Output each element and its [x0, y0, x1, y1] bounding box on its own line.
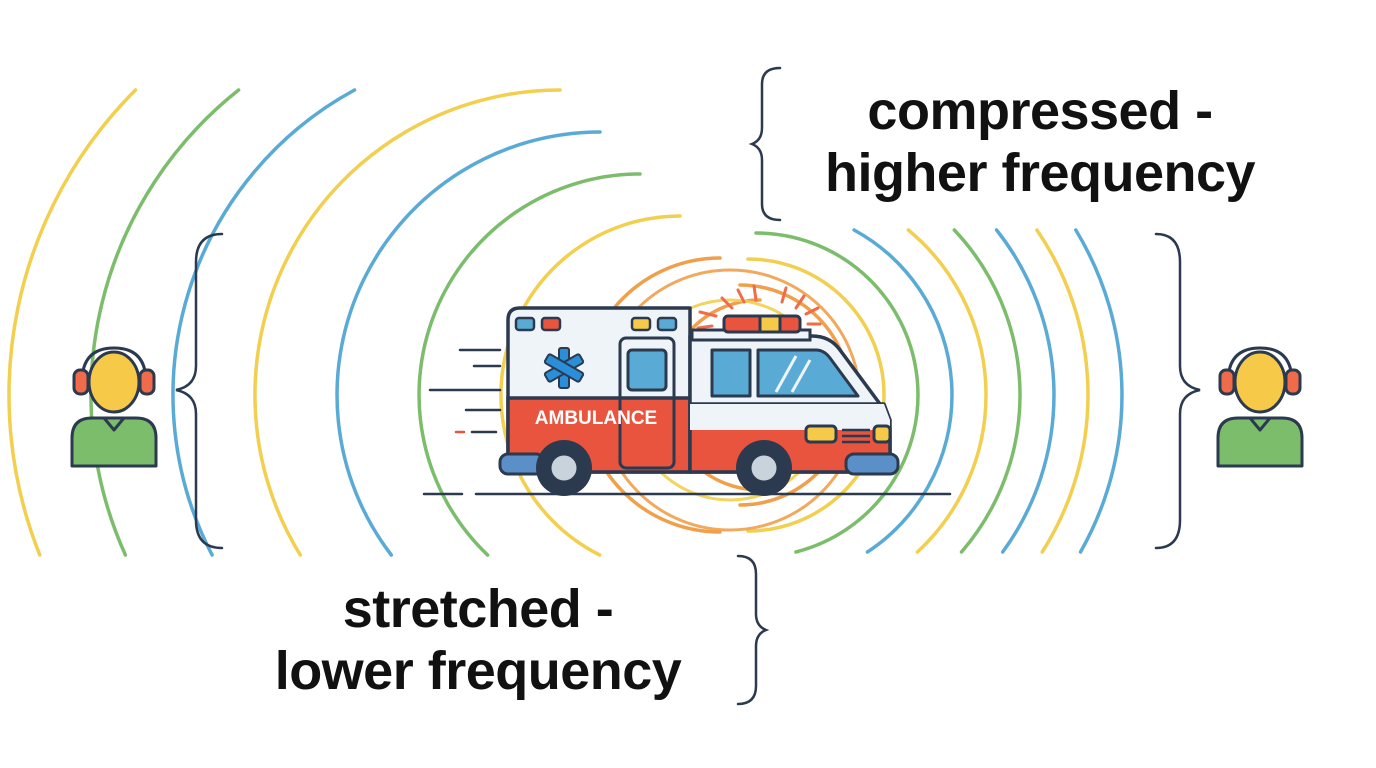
stretched-label-line2: lower frequency [274, 641, 682, 701]
wave-arc-front [852, 228, 954, 554]
stretched-label-line1: stretched - [342, 579, 614, 639]
wave-arc-back [417, 172, 642, 557]
sound-waves [7, 88, 1124, 557]
wave-arc-back [499, 214, 682, 557]
stretched-label: stretched - lower frequency [228, 578, 728, 702]
compressed-label: compressed - higher frequency [800, 80, 1280, 204]
listener-left-icon [70, 346, 158, 468]
wave-arc-front [1074, 228, 1124, 554]
wave-arc-front [746, 257, 886, 533]
wave-arc-front [952, 228, 1022, 554]
wave-arc-back [7, 88, 138, 557]
siren-rays [696, 284, 822, 330]
bracket-left [175, 232, 224, 550]
wheel-rear [536, 440, 592, 496]
wave-arc-front [906, 228, 988, 554]
bracket-right [1154, 232, 1201, 550]
listener-right-icon [1216, 346, 1304, 468]
wave-arc-back [171, 88, 357, 557]
bracket-compressed [748, 66, 782, 222]
ambulance-text: AMBULANCE [535, 408, 657, 429]
wave-arc-back [89, 88, 241, 557]
wave-arc-back [335, 130, 602, 557]
compressed-label-line1: compressed - [867, 81, 1213, 141]
wheel-front [736, 440, 792, 496]
ambulance-icon: AMBULANCE [498, 284, 900, 496]
compressed-label-line2: higher frequency [824, 143, 1256, 203]
wave-arc-back [253, 88, 562, 557]
wave-arc-front [994, 228, 1056, 554]
wave-arc-front [754, 231, 920, 554]
star-of-life-icon [543, 347, 585, 389]
wave-arc-front [1035, 228, 1090, 554]
bracket-stretched [736, 554, 770, 706]
